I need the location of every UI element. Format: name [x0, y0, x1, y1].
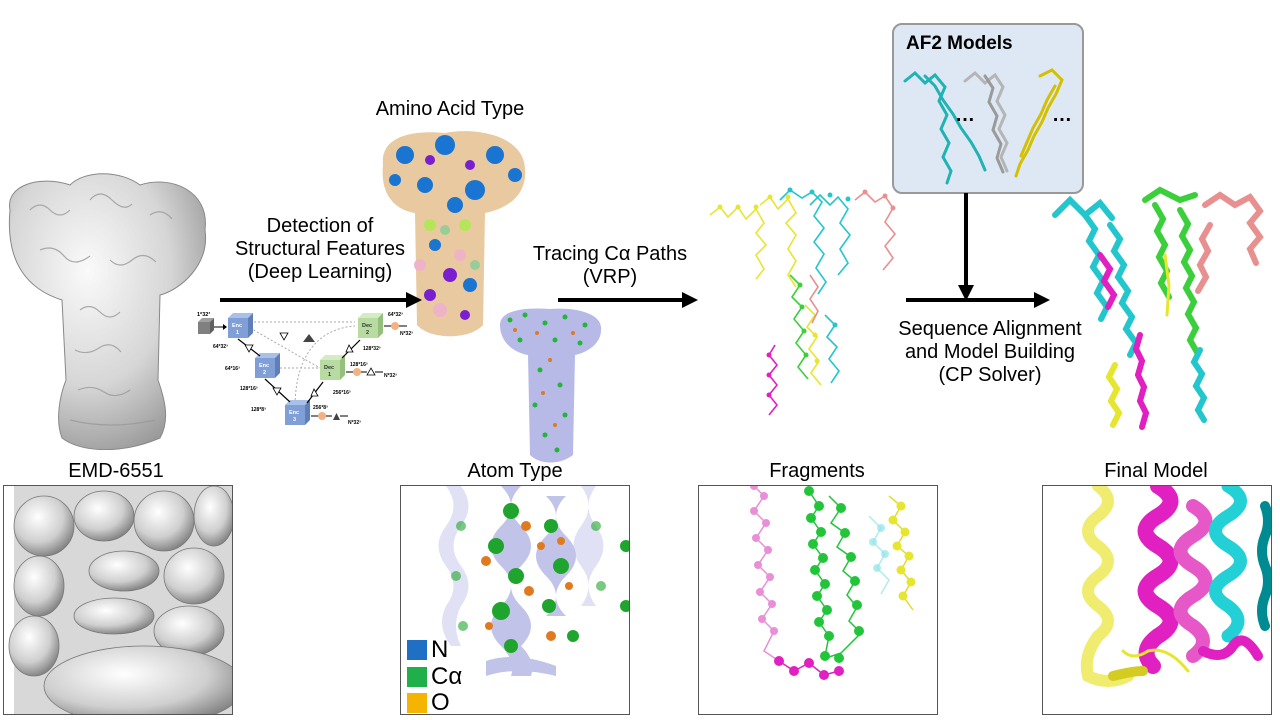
dim-enc1-down: 64*16³ — [225, 366, 240, 372]
alignment-arrow — [906, 298, 1036, 302]
dim-dec2-out: 64*32³ — [388, 312, 403, 318]
dim-out3: N*32³ — [348, 420, 361, 426]
dim-enc1-out: 64*32³ — [213, 344, 228, 350]
dim-out2: N*32³ — [384, 373, 397, 379]
enc2-label: Enc — [259, 363, 269, 369]
atom-type-panel-title: Atom Type — [467, 460, 563, 482]
detection-line-1: Detection of — [266, 215, 374, 237]
alignment-line-2: and Model Building — [904, 341, 1076, 363]
legend-item-n: N — [407, 636, 448, 664]
atom-type-preview — [495, 305, 605, 465]
af2-down-arrow-head — [958, 285, 974, 301]
legend-swatch-o — [407, 693, 427, 713]
legend-label-o: O — [431, 689, 450, 715]
fragments-panel-title: Fragments — [769, 460, 865, 482]
legend-label-n: N — [431, 636, 449, 663]
legend-swatch-ca — [407, 667, 427, 687]
amino-acid-surface — [375, 125, 530, 340]
detection-line-2: Structural Features — [234, 238, 406, 260]
af2-models-title: AF2 Models — [906, 33, 1013, 54]
emd-density-map — [0, 170, 210, 451]
dim-enc2-out: 128*16³ — [240, 386, 258, 392]
tracing-line-2: (VRP) — [582, 266, 638, 288]
input-dim-label: 1*32³ — [197, 311, 210, 318]
legend-item-o: O — [407, 689, 450, 715]
tracing-step-label: Tracing Cα Paths (VRP) — [510, 243, 710, 289]
dec1-num: 1 — [328, 372, 331, 378]
af2-ellipsis-1: … — [955, 104, 975, 126]
alignment-line-3: (CP Solver) — [938, 364, 1042, 386]
dec2-num: 2 — [366, 330, 369, 336]
final-model-zoom-panel — [1042, 485, 1272, 715]
detection-arrow — [220, 298, 410, 302]
tracing-arrow-head — [682, 292, 698, 308]
alignment-step-label: Sequence Alignment and Model Building (C… — [870, 318, 1110, 387]
enc1-num: 1 — [236, 330, 239, 336]
traced-calpha-model — [700, 185, 910, 435]
tracing-line-1: Tracing Cα Paths — [532, 243, 688, 265]
final-model-panel-title: Final Model — [1104, 460, 1208, 482]
emd-zoom-panel — [3, 485, 233, 715]
legend-swatch-n — [407, 640, 427, 660]
dim-dec1-out: 128*16³ — [350, 362, 368, 368]
atom-type-zoom-panel: N Cα O — [400, 485, 630, 715]
dec1-label: Dec — [324, 365, 334, 371]
enc3-num: 3 — [293, 417, 296, 423]
enc2-num: 2 — [263, 370, 266, 376]
detection-step-label: Detection of Structural Features (Deep L… — [225, 215, 415, 284]
detection-arrow-head — [406, 292, 422, 308]
dim-enc2-down: 128*8³ — [251, 407, 266, 413]
emd-panel-title: EMD-6551 — [68, 460, 164, 482]
detection-line-3: (Deep Learning) — [247, 261, 393, 283]
dec2-label: Dec — [362, 323, 372, 329]
af2-structures: … … — [903, 68, 1072, 185]
dim-enc3-up: 256*16³ — [333, 390, 351, 396]
alignment-arrow-head — [1034, 292, 1050, 308]
af2-models-box: AF2 Models … … — [892, 23, 1084, 194]
dim-enc3-out: 256*8³ — [313, 405, 328, 411]
legend-item-ca: Cα — [407, 663, 462, 691]
tracing-arrow — [558, 298, 683, 302]
dim-out1: N*32³ — [400, 331, 413, 337]
amino-acid-type-title: Amino Acid Type — [375, 98, 525, 120]
enc3-label: Enc — [289, 410, 299, 416]
fragments-zoom-panel — [698, 485, 938, 715]
dim-dec1-up: 128*32³ — [363, 346, 381, 352]
enc1-label: Enc — [232, 323, 242, 329]
af2-down-arrow — [964, 193, 968, 287]
alignment-line-1: Sequence Alignment — [898, 318, 1082, 340]
encoder-decoder-network: 1*32³ Enc 1 Enc 2 Enc 3 Dec 1 Dec 2 — [195, 308, 425, 432]
af2-ellipsis-2: … — [1052, 104, 1072, 126]
legend-label-ca: Cα — [431, 663, 463, 690]
final-ribbon-model — [1045, 185, 1275, 440]
